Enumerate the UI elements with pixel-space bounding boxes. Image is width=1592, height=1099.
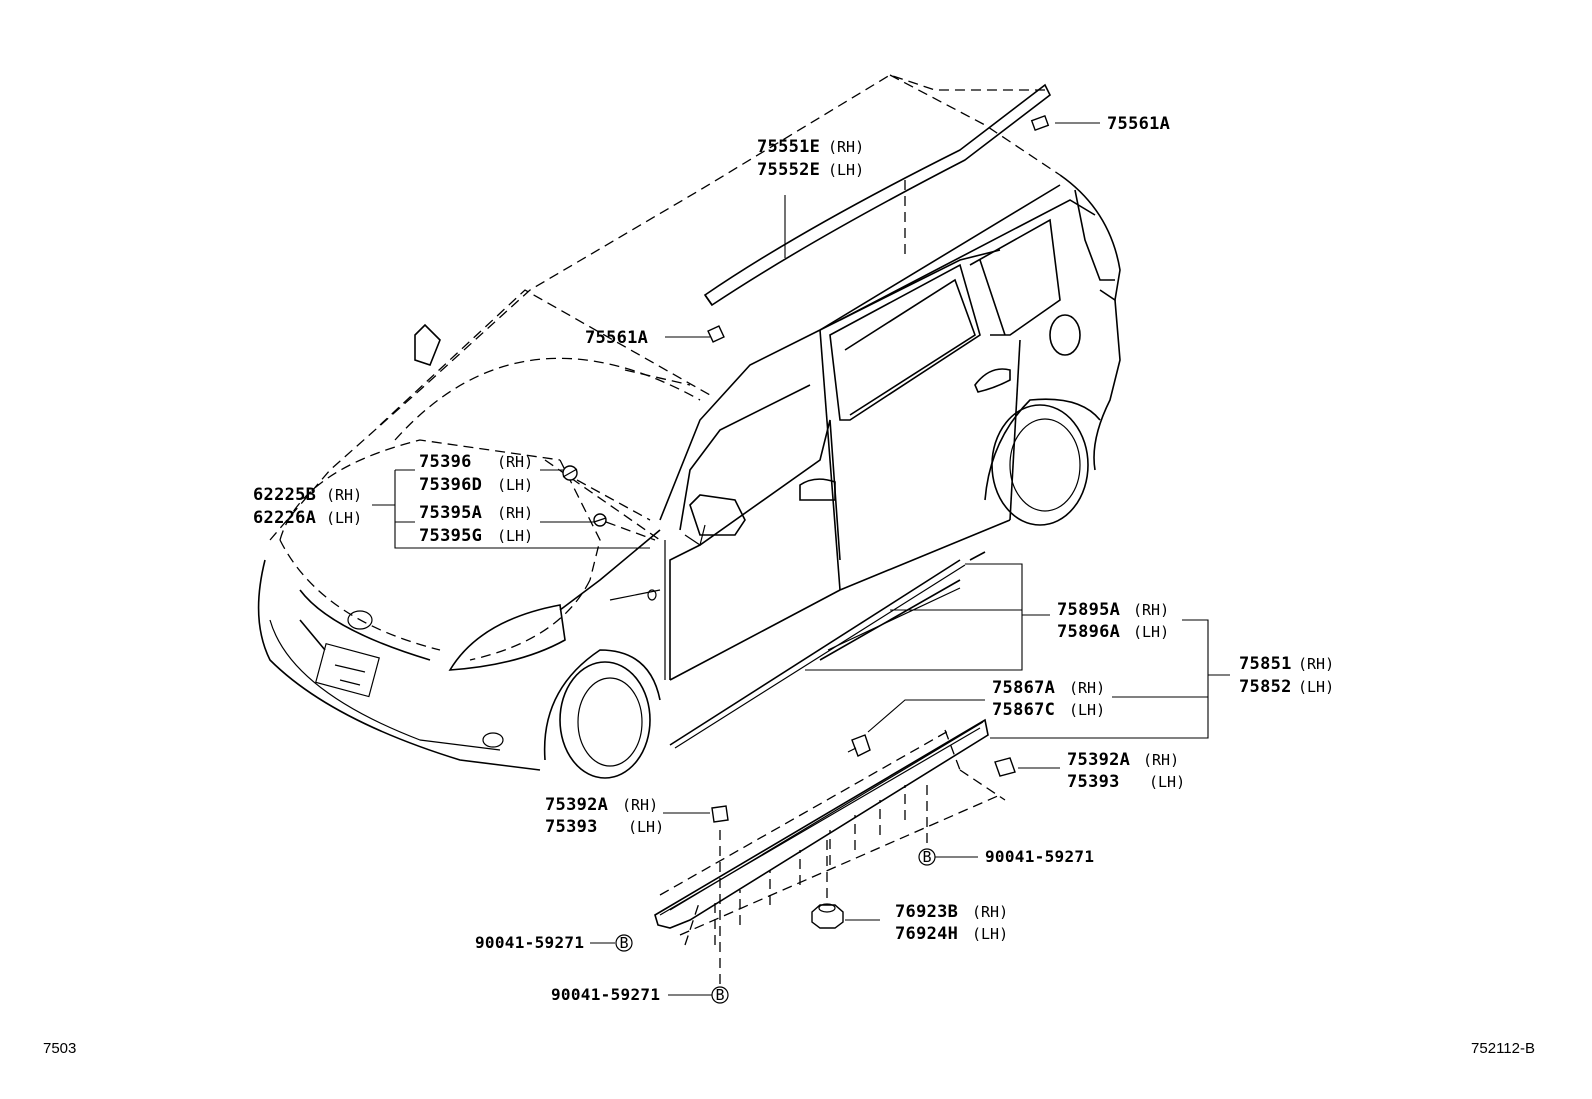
part-number: 75396 [419, 452, 472, 472]
part-number: 75395G [419, 526, 482, 546]
vehicle-outline [257, 74, 1121, 779]
roof-clip-front [707, 325, 725, 343]
callout-letter: B [922, 848, 931, 866]
side-rh: (RH) [497, 504, 533, 522]
part-number: 75392A [1067, 750, 1130, 770]
label-end-clip-front: 75392A (RH) 75393 (LH) [545, 795, 664, 837]
side-lh: (LH) [326, 509, 362, 527]
end-clip-front [711, 805, 729, 823]
side-lh: (LH) [972, 925, 1008, 943]
callout-letter: B [715, 986, 724, 1004]
side-rh: (RH) [1298, 655, 1334, 673]
side-lh: (LH) [1133, 623, 1169, 641]
part-number: 75867A [992, 678, 1055, 698]
footer-left-code: 7503 [43, 1040, 76, 1057]
part-number: 75392A [545, 795, 608, 815]
part-number: 75895A [1057, 600, 1120, 620]
part-number: 75393 [545, 817, 598, 837]
dashed-lead-75395 [605, 521, 656, 541]
roof-clip-rear [1030, 115, 1050, 131]
part-number: 75551E [757, 137, 820, 157]
side-lh: (LH) [1149, 773, 1185, 791]
side-rh: (RH) [828, 138, 864, 156]
side-lh: (LH) [628, 818, 664, 836]
part-number: 76924H [895, 924, 958, 944]
side-lh: (LH) [497, 527, 533, 545]
callout-b-left: B [615, 934, 633, 952]
callout-b-rear: B [918, 848, 936, 866]
label-end-clip-rear: 75392A (RH) 75393 (LH) [1067, 750, 1185, 792]
label-roof-clip-front: 75561A [585, 328, 648, 348]
part-number: 75395A [419, 503, 482, 523]
label-screw-rear: 90041-59271 [985, 847, 1094, 866]
part-number: 62225B [253, 485, 316, 505]
part-number: 62226A [253, 508, 316, 528]
end-clip-rear [994, 757, 1016, 777]
label-rocker-clip: 75867A (RH) 75867C (LH) [992, 678, 1105, 720]
footer-right-code: 752112-B [1471, 1040, 1535, 1057]
label-nut: 76923B (RH) 76924H (LH) [895, 902, 1008, 944]
side-lh: (LH) [828, 161, 864, 179]
side-lh: (LH) [497, 476, 533, 494]
label-roof-clip-rear: 75561A [1107, 114, 1170, 134]
label-clip-a: 75395A (RH) 75395G (LH) [419, 503, 533, 546]
part-number: 76923B [895, 902, 958, 922]
label-screw-left: 90041-59271 [475, 933, 584, 952]
label-roof-moulding: 75551E (RH) 75552E (LH) [757, 137, 864, 180]
clip-75396 [562, 465, 578, 481]
side-rh: (RH) [622, 796, 658, 814]
label-side-moulding: 75895A (RH) 75896A (LH) [1057, 600, 1169, 642]
part-number: 75852 [1239, 677, 1292, 697]
nut [811, 903, 844, 929]
side-rh: (RH) [497, 453, 533, 471]
part-number: 75896A [1057, 622, 1120, 642]
dashed-lead-75396 [576, 479, 651, 521]
part-number: 75851 [1239, 654, 1292, 674]
part-number: 75867C [992, 700, 1055, 720]
side-rh: (RH) [1133, 601, 1169, 619]
part-number: 75396D [419, 475, 482, 495]
side-lh: (LH) [1298, 678, 1334, 696]
clip-75395 [593, 513, 607, 527]
roof-moulding [703, 83, 1052, 307]
label-rocker-assy: 75851 (RH) 75852 (LH) [1239, 654, 1334, 697]
side-rh: (RH) [1069, 679, 1105, 697]
callout-b-bottom: B [711, 986, 729, 1004]
callout-letter: B [619, 934, 628, 952]
label-pillar: 62225B (RH) 62226A (LH) [253, 485, 362, 528]
side-rh: (RH) [972, 903, 1008, 921]
rocker-clip [847, 734, 871, 757]
label-emblem: 75396 (RH) 75396D (LH) [419, 452, 533, 495]
part-number: 75552E [757, 160, 820, 180]
part-number: 75393 [1067, 772, 1120, 792]
rocker-panel [654, 718, 1006, 946]
side-rh: (RH) [1143, 751, 1179, 769]
label-screw-bottom: 90041-59271 [551, 985, 660, 1004]
side-rh: (RH) [326, 486, 362, 504]
leader-lines [372, 122, 1230, 996]
side-lh: (LH) [1069, 701, 1105, 719]
